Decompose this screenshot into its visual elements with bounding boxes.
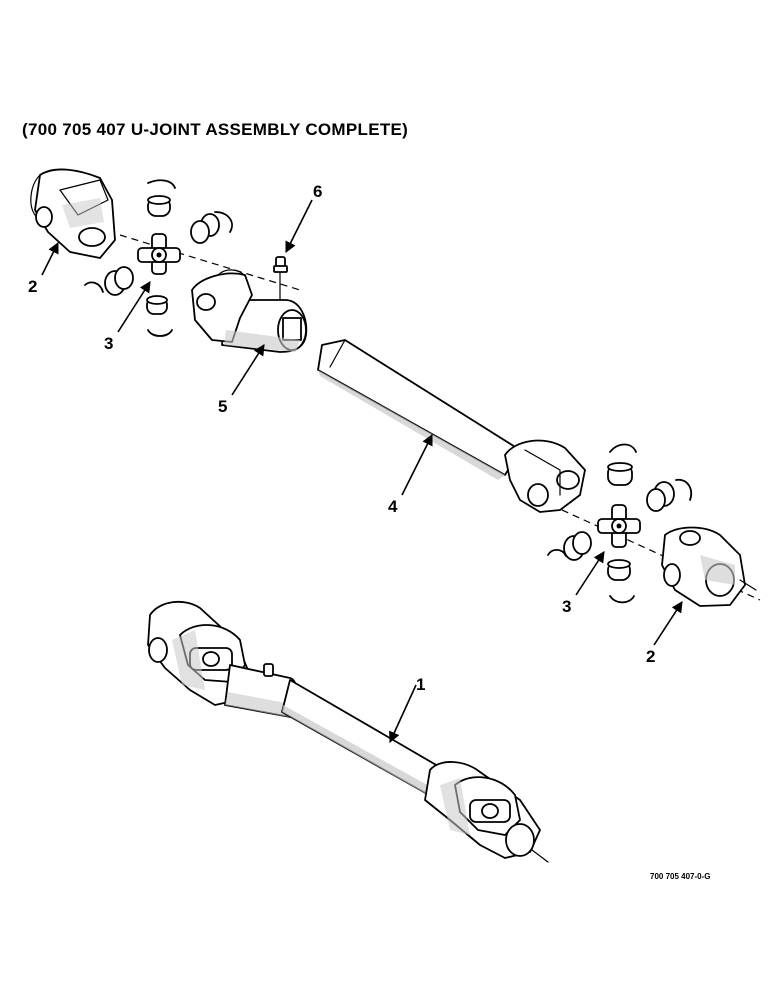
leader-grease-fitting bbox=[285, 199, 313, 254]
snap-ring-left-right bbox=[547, 548, 567, 557]
snap-ring-top-right bbox=[609, 443, 637, 453]
diagram-title: (700 705 407 U-JOINT ASSEMBLY COMPLETE) bbox=[22, 120, 408, 139]
drawing-code: 700 705 407-0-G bbox=[650, 872, 711, 881]
callout-cross-left: 3 bbox=[104, 334, 113, 353]
outer-tube-yoke bbox=[191, 269, 308, 353]
exploded-centerline-left bbox=[119, 234, 301, 291]
yoke-left bbox=[30, 168, 116, 259]
callout-cross-right: 3 bbox=[562, 597, 571, 616]
leader-cross-left bbox=[117, 281, 151, 333]
leader-yoke-right bbox=[653, 601, 683, 646]
yoke-right bbox=[661, 526, 757, 607]
cross-journal-left bbox=[137, 233, 181, 275]
complete-driveline-assembly bbox=[147, 600, 549, 863]
leader-cross-right bbox=[575, 551, 605, 596]
leader-inner-shaft bbox=[401, 433, 433, 496]
snap-ring-bottom-left bbox=[147, 329, 173, 337]
snap-ring-top-left bbox=[147, 179, 176, 189]
snap-ring-right-right bbox=[675, 478, 693, 501]
cross-bearing-kit-right bbox=[547, 443, 693, 604]
callout-yoke-left: 2 bbox=[28, 277, 37, 296]
callout-yoke-right: 2 bbox=[646, 647, 655, 666]
callout-complete-assembly: 1 bbox=[416, 675, 425, 694]
snap-ring-bottom-right bbox=[609, 595, 635, 604]
callout-outer-tube: 5 bbox=[218, 397, 227, 416]
assembly-grease-fitting bbox=[263, 663, 274, 677]
callout-grease-fitting: 6 bbox=[313, 182, 322, 201]
cross-journal-right bbox=[597, 504, 641, 548]
cross-bearing-kit-left bbox=[84, 179, 233, 337]
snap-ring-left-left bbox=[84, 281, 104, 293]
inner-shaft-yoke bbox=[317, 339, 586, 513]
snap-ring-right-left bbox=[214, 211, 233, 233]
grease-fitting bbox=[273, 256, 288, 306]
callout-inner-shaft: 4 bbox=[388, 497, 398, 516]
leader-yoke-left bbox=[41, 241, 59, 276]
leader-complete-assembly bbox=[389, 684, 417, 744]
exploded-centerline-right bbox=[539, 499, 761, 601]
leader-outer-tube bbox=[231, 344, 265, 396]
